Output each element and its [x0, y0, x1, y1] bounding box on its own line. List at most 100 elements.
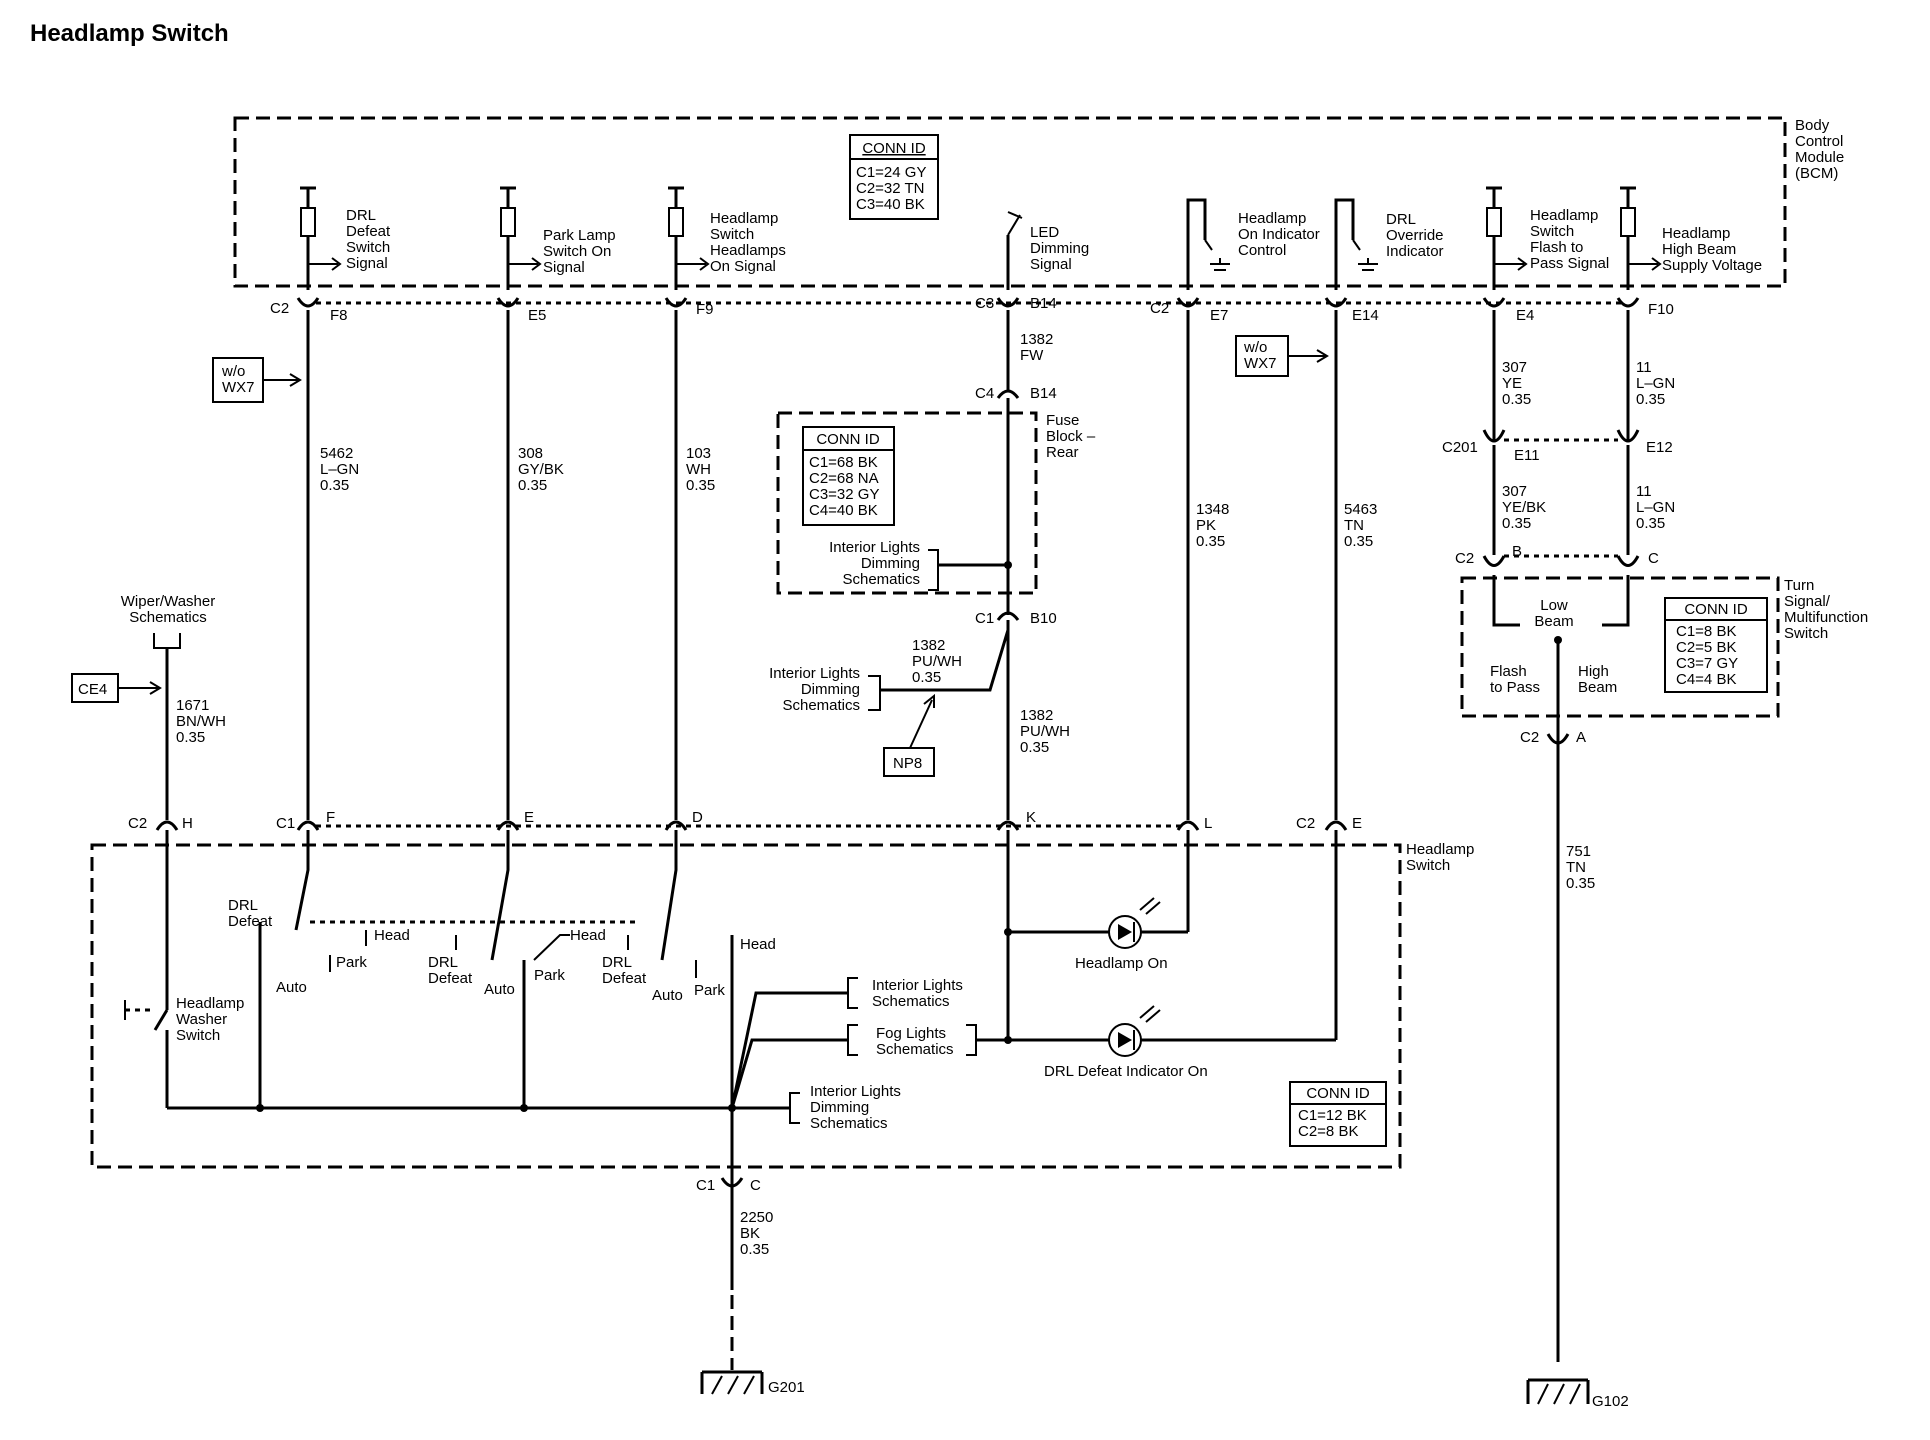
- led-drl-defeat: [1004, 830, 1338, 1057]
- text-line: Indicator: [1386, 243, 1444, 260]
- switch-auto-label-3: Auto: [652, 987, 683, 1004]
- text-line: Interior Lights: [769, 665, 860, 682]
- headlamp-switch-boundary: [90, 843, 1402, 1169]
- wiper-washer-bracket: [153, 633, 181, 820]
- text-line: Defeat: [602, 970, 647, 987]
- bcm-connector-cups: [296, 297, 1640, 308]
- text-line: 0.35: [740, 1241, 769, 1258]
- switch-auto-label-2: Auto: [484, 981, 515, 998]
- text-line: Signal: [346, 255, 388, 272]
- text-line: FW: [1020, 347, 1044, 364]
- text-line: C3=7 GY: [1676, 655, 1738, 672]
- bcm-conn-id-title: CONN ID: [862, 140, 926, 157]
- text-line: Multifunction: [1784, 609, 1868, 626]
- text-line: 1382: [1020, 331, 1053, 348]
- text-line: C2=68 NA: [809, 470, 879, 487]
- text-line: Signal: [543, 259, 585, 276]
- text-line: 1348: [1196, 501, 1229, 518]
- text-line: C1=68 BK: [809, 454, 878, 471]
- text-line: 0.35: [1636, 391, 1665, 408]
- text-line: C4=40 BK: [809, 502, 878, 519]
- pin-f10: F10: [1648, 301, 1674, 318]
- text-line: 0.35: [1344, 533, 1373, 550]
- text-line: DRL: [428, 954, 458, 971]
- text-line: 0.35: [1636, 515, 1665, 532]
- text-line: Supply Voltage: [1662, 257, 1762, 274]
- text-line: Control: [1238, 242, 1286, 259]
- c201-connector: [1482, 429, 1640, 555]
- text-line: Headlamp: [710, 210, 778, 227]
- text-line: Schematics: [782, 697, 860, 714]
- text-line: Beam: [1578, 679, 1617, 696]
- ground-label-g102: G102: [1592, 1393, 1629, 1410]
- switch-head-label-2: Head: [570, 927, 606, 944]
- ref-fog-lights-bracket: [840, 1024, 1008, 1056]
- ground-connector-c1-c: [720, 1177, 744, 1370]
- pin-c1-f: C1: [276, 815, 295, 832]
- headlamp-switch-contacts: [258, 830, 734, 1290]
- text-line: C1=8 BK: [1676, 623, 1736, 640]
- text-line: w/o: [1243, 339, 1267, 356]
- text-line: 0.35: [518, 477, 547, 494]
- text-line: WH: [686, 461, 711, 478]
- headlamp-switch-connector-cups: [155, 820, 1348, 831]
- pin-c-ground: C: [750, 1177, 761, 1194]
- text-line: Switch: [1784, 625, 1828, 642]
- text-line: On Indicator: [1238, 226, 1320, 243]
- ref-interior-dimming-bracket: [789, 1092, 800, 1124]
- text-line: On Signal: [710, 258, 776, 275]
- text-line: L–GN: [320, 461, 359, 478]
- switch-park-label-2: Park: [534, 967, 565, 984]
- text-line: 11: [1636, 359, 1652, 376]
- text-line: Washer: [176, 1011, 227, 1028]
- ground-symbol-g102: [1526, 1378, 1590, 1405]
- pin-c1-fuse: C1: [975, 610, 994, 627]
- text-line: Fuse: [1046, 412, 1079, 429]
- text-line: 103: [686, 445, 711, 462]
- text-line: Flash: [1490, 663, 1527, 680]
- fuse-block-boundary: [776, 411, 1038, 595]
- text-line: 5462: [320, 445, 353, 462]
- text-line: WX7: [1244, 355, 1277, 372]
- text-line: DRL: [602, 954, 632, 971]
- fuse-block-connector-c4: [996, 389, 1020, 615]
- pin-h: H: [182, 815, 193, 832]
- pin-l: L: [1204, 815, 1212, 832]
- text-line: Interior Lights: [810, 1083, 901, 1100]
- pin-e7: E7: [1210, 307, 1228, 324]
- text-line: L–GN: [1636, 499, 1675, 516]
- text-line: Flash to: [1530, 239, 1583, 256]
- headlamp-switch-common-bus: [167, 991, 840, 1112]
- tag-np8: NP8: [883, 693, 935, 777]
- turn-signal-boundary: [1460, 576, 1780, 718]
- text-line: C1=24 GY: [856, 164, 926, 181]
- text-line: 0.35: [1196, 533, 1225, 550]
- text-line: 0.35: [176, 729, 205, 746]
- pin-b10: B10: [1030, 610, 1057, 627]
- text-line: to Pass: [1490, 679, 1540, 696]
- bcm-resistor-highbeam: [1620, 186, 1662, 290]
- text-line: 0.35: [1502, 515, 1531, 532]
- pin-c2-top: C2: [270, 300, 289, 317]
- ref-interior-lights-bracket: [840, 977, 858, 1009]
- text-line: 1671: [176, 697, 209, 714]
- text-line: Schematics: [876, 1041, 954, 1058]
- text-line: Headlamp: [1662, 225, 1730, 242]
